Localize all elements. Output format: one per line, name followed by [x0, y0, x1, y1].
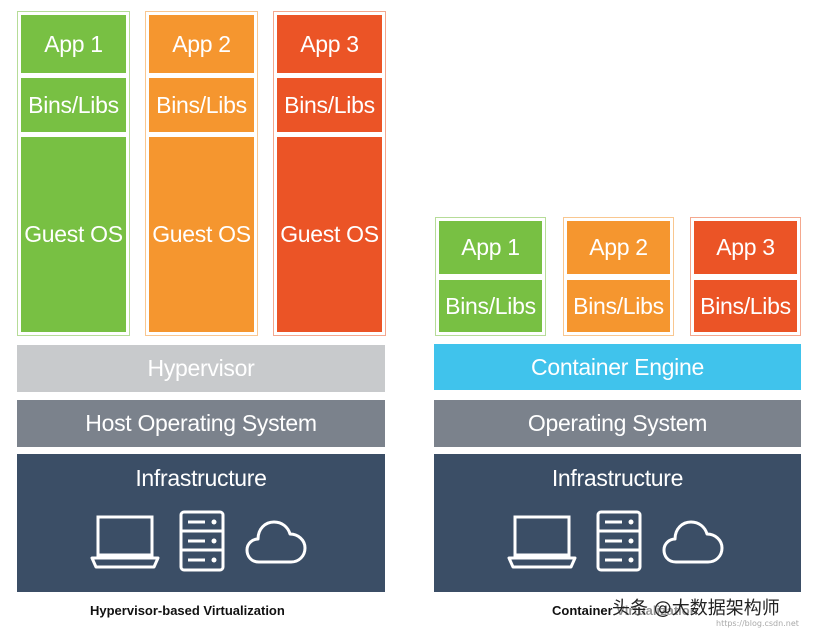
bins-libs-block: Bins/Libs	[277, 78, 382, 132]
container-column-2: App 2 Bins/Libs	[563, 217, 674, 336]
server-icon	[596, 510, 642, 572]
vm-column-2: App 2 Bins/Libs Guest OS	[145, 11, 258, 336]
app-1-block: App 1	[439, 221, 542, 274]
cloud-icon	[245, 520, 307, 564]
bins-libs-block: Bins/Libs	[567, 280, 670, 332]
infrastructure-label: Infrastructure	[135, 464, 267, 491]
bins-libs-block: Bins/Libs	[439, 280, 542, 332]
app-1-block: App 1	[21, 15, 126, 73]
app-3-block: App 3	[277, 15, 382, 73]
infrastructure-layer: Infrastructure	[17, 454, 385, 592]
bins-libs-block: Bins/Libs	[149, 78, 254, 132]
watermark-text: 头条 @大数据架构师	[612, 594, 780, 620]
host-os-layer: Host Operating System	[17, 400, 385, 447]
infrastructure-label: Infrastructure	[551, 464, 684, 491]
laptop-icon	[507, 515, 577, 569]
laptop-icon	[90, 515, 160, 569]
server-icon	[179, 510, 225, 572]
cloud-icon	[662, 520, 724, 564]
watermark-url: https://blog.csdn.net	[716, 619, 799, 628]
app-3-block: App 3	[694, 221, 797, 274]
container-column-1: App 1 Bins/Libs	[435, 217, 546, 336]
hypervisor-caption: Hypervisor-based Virtualization	[90, 603, 285, 618]
app-2-block: App 2	[567, 221, 670, 274]
vm-column-3: App 3 Bins/Libs Guest OS	[273, 11, 386, 336]
bins-libs-block: Bins/Libs	[21, 78, 126, 132]
hypervisor-layer: Hypervisor	[17, 345, 385, 392]
guest-os-block: Guest OS	[277, 137, 382, 332]
infrastructure-layer: Infrastructure	[434, 454, 801, 592]
app-2-block: App 2	[149, 15, 254, 73]
bins-libs-block: Bins/Libs	[694, 280, 797, 332]
container-column-3: App 3 Bins/Libs	[690, 217, 801, 336]
guest-os-block: Guest OS	[149, 137, 254, 332]
operating-system-layer: Operating System	[434, 400, 801, 447]
guest-os-block: Guest OS	[21, 137, 126, 332]
vm-column-1: App 1 Bins/Libs Guest OS	[17, 11, 130, 336]
container-engine-layer: Container Engine	[434, 344, 801, 390]
